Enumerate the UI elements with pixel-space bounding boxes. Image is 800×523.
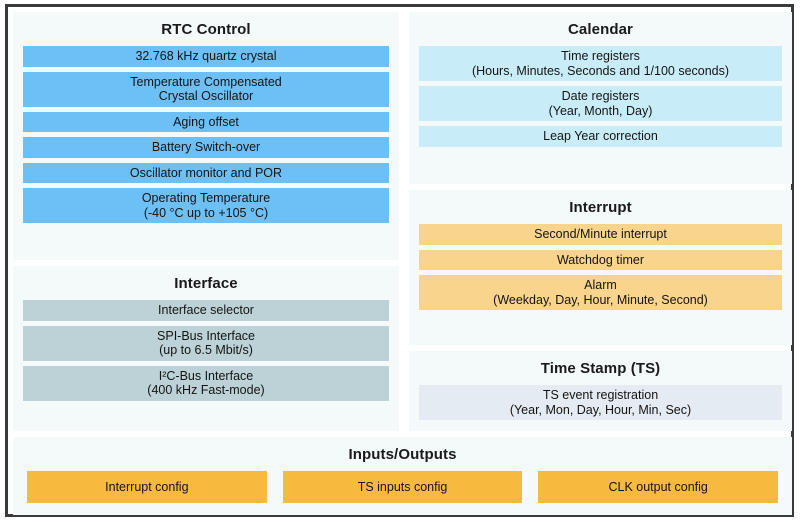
diagram-frame: RTC Control 32.768 kHz quartz crystal Te…	[5, 4, 794, 517]
interface-item-spi-bus-line1: SPI-Bus Interface	[157, 328, 255, 343]
panel-interface: Interface Interface selector SPI-Bus Int…	[13, 266, 399, 431]
calendar-item-date-registers-line2: (Year, Month, Day)	[548, 103, 653, 118]
rtc-item-tcxo-line2: Crystal Oscillator	[158, 89, 254, 103]
calendar-item-date-registers-line1: Date registers	[561, 89, 640, 103]
panel-interrupt: Interrupt Second/Minute interrupt Watchd…	[409, 190, 792, 345]
calendar-item-date-registers[interactable]: Date registers (Year, Month, Day)	[419, 86, 782, 121]
panel-title-interrupt: Interrupt	[569, 199, 632, 216]
time-stamp-item-ts-event-registration-line1: TS event registration	[542, 388, 659, 402]
rtc-item-oscillator-monitor-por-line1: Oscillator monitor and POR	[129, 165, 283, 180]
rtc-item-operating-temperature[interactable]: Operating Temperature (-40 °C up to +105…	[23, 188, 389, 223]
calendar-item-time-registers-line2: (Hours, Minutes, Seconds and 1/100 secon…	[471, 63, 730, 78]
calendar-item-leap-year-correction-line1: Leap Year correction	[543, 129, 658, 143]
time-stamp-rows: TS event registration (Year, Mon, Day, H…	[419, 385, 782, 423]
calendar-item-time-registers-line1: Time registers	[561, 49, 640, 63]
interrupt-item-watchdog-timer[interactable]: Watchdog timer	[419, 249, 782, 270]
time-stamp-item-ts-event-registration-line2: (Year, Mon, Day, Hour, Min, Sec)	[509, 402, 692, 417]
rtc-item-quartz-crystal[interactable]: 32.768 kHz quartz crystal	[23, 46, 389, 67]
panel-title-inputs-outputs: Inputs/Outputs	[348, 446, 457, 463]
calendar-item-time-registers[interactable]: Time registers (Hours, Minutes, Seconds …	[419, 46, 782, 81]
rtc-item-quartz-crystal-line1: 32.768 kHz quartz crystal	[135, 49, 277, 63]
interface-item-i2c-bus-line1: I²C-Bus Interface	[158, 368, 254, 383]
interrupt-item-alarm-line2: (Weekday, Day, Hour, Minute, Second)	[493, 292, 708, 307]
rtc-item-aging-offset-line1: Aging offset	[173, 114, 239, 129]
calendar-item-leap-year-correction[interactable]: Leap Year correction	[419, 126, 782, 147]
interface-item-i2c-bus[interactable]: I²C-Bus Interface (400 kHz Fast-mode)	[23, 365, 389, 401]
panel-rtc-control: RTC Control 32.768 kHz quartz crystal Te…	[13, 12, 399, 260]
interface-rows: Interface selector SPI-Bus Interface (up…	[23, 300, 389, 423]
interrupt-rows: Second/Minute interrupt Watchdog timer A…	[419, 224, 782, 337]
rtc-control-rows: 32.768 kHz quartz crystal Temperature Co…	[23, 46, 389, 252]
interrupt-item-second-minute-line1: Second/Minute interrupt	[534, 227, 667, 241]
rtc-item-operating-temperature-line2: (-40 °C up to +105 °C)	[143, 205, 269, 220]
rtc-item-aging-offset[interactable]: Aging offset	[23, 111, 389, 132]
interface-item-interface-selector-line1: Interface selector	[158, 303, 254, 317]
interface-item-spi-bus-line2: (up to 6.5 Mbit/s)	[159, 343, 253, 357]
rtc-item-tcxo[interactable]: Temperature Compensated Crystal Oscillat…	[23, 71, 389, 107]
io-item-ts-inputs-config-line1: TS inputs config	[357, 479, 448, 494]
interrupt-item-alarm-line1: Alarm	[584, 278, 617, 292]
interrupt-item-alarm[interactable]: Alarm (Weekday, Day, Hour, Minute, Secon…	[419, 275, 782, 310]
interface-item-interface-selector[interactable]: Interface selector	[23, 300, 389, 321]
calendar-rows: Time registers (Hours, Minutes, Seconds …	[419, 46, 782, 176]
panel-time-stamp: Time Stamp (TS) TS event registration (Y…	[409, 351, 792, 431]
io-item-interrupt-config[interactable]: Interrupt config	[27, 471, 267, 503]
io-item-clk-output-config[interactable]: CLK output config	[538, 471, 779, 503]
io-item-clk-output-config-line1: CLK output config	[608, 479, 708, 494]
rtc-item-oscillator-monitor-por[interactable]: Oscillator monitor and POR	[23, 162, 389, 183]
io-item-interrupt-config-line1: Interrupt config	[105, 479, 189, 494]
panel-title-calendar: Calendar	[568, 21, 633, 38]
diagram-grid: RTC Control 32.768 kHz quartz crystal Te…	[13, 12, 792, 515]
panel-calendar: Calendar Time registers (Hours, Minutes,…	[409, 12, 792, 184]
time-stamp-item-ts-event-registration[interactable]: TS event registration (Year, Mon, Day, H…	[419, 385, 782, 420]
interrupt-item-watchdog-timer-line1: Watchdog timer	[556, 252, 645, 267]
panel-title-rtc-control: RTC Control	[161, 21, 251, 38]
panel-inputs-outputs: Inputs/Outputs Interrupt config TS input…	[13, 437, 792, 515]
interface-item-i2c-bus-line2: (400 kHz Fast-mode)	[147, 383, 265, 397]
io-item-ts-inputs-config[interactable]: TS inputs config	[282, 471, 523, 503]
rtc-item-operating-temperature-line1: Operating Temperature	[141, 191, 271, 205]
inputs-outputs-rows: Interrupt config TS inputs config CLK ou…	[23, 471, 782, 507]
panel-title-time-stamp: Time Stamp (TS)	[540, 360, 661, 377]
rtc-item-battery-switch-over[interactable]: Battery Switch-over	[23, 137, 389, 158]
rtc-item-battery-switch-over-line1: Battery Switch-over	[151, 140, 261, 154]
panel-title-interface: Interface	[174, 275, 238, 292]
interface-item-spi-bus[interactable]: SPI-Bus Interface (up to 6.5 Mbit/s)	[23, 325, 389, 361]
rtc-item-tcxo-line1: Temperature Compensated	[130, 74, 282, 89]
interrupt-item-second-minute[interactable]: Second/Minute interrupt	[419, 224, 782, 245]
